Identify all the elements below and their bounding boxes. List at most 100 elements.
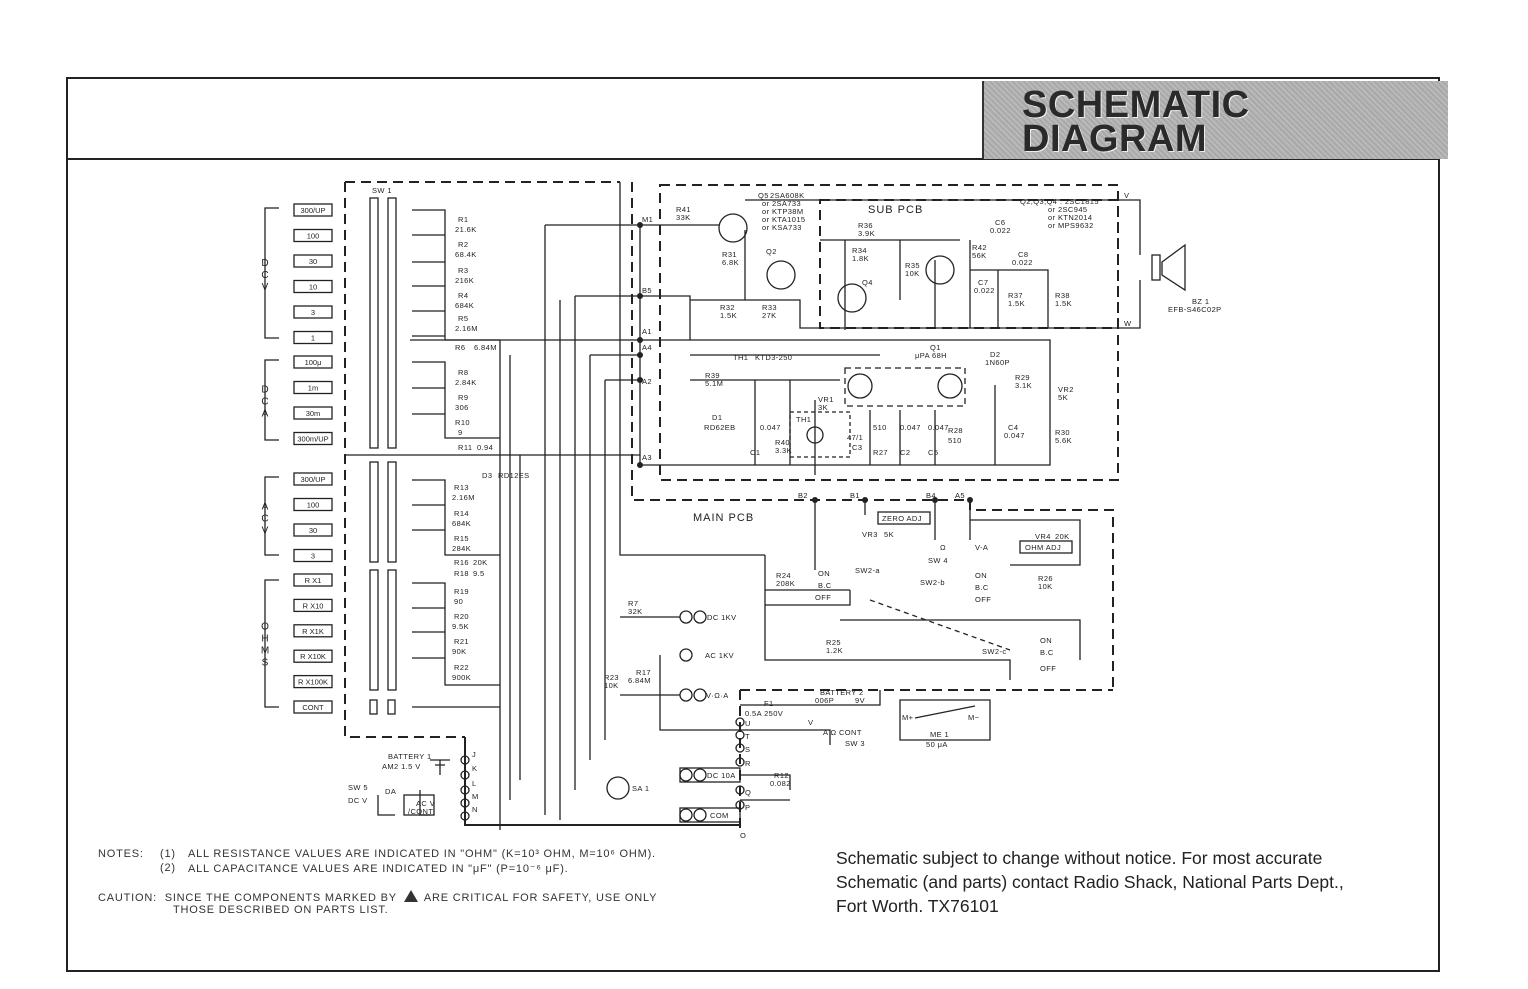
range-button[interactable] — [293, 548, 333, 563]
range-button-label: 3 — [311, 308, 315, 317]
c5-label: C5 — [928, 448, 938, 457]
vr4-value: 20K — [1055, 532, 1070, 541]
disclaimer-line-3: Fort Worth. TX76101 — [836, 896, 999, 916]
b5-tie — [640, 295, 691, 340]
jack-com: COM — [710, 811, 729, 820]
r10-label: R10 — [455, 418, 470, 427]
r37-label: R37 — [1008, 291, 1023, 300]
range-button[interactable] — [293, 254, 333, 268]
dcv-bracket — [264, 207, 279, 339]
range-button[interactable] — [293, 305, 333, 319]
c2-value: 0.047 — [900, 423, 921, 432]
range-button[interactable] — [293, 649, 333, 663]
r42-label: R42 — [972, 243, 987, 252]
range-button[interactable] — [293, 700, 333, 714]
r6-value: 6.84M — [474, 343, 497, 352]
range-button[interactable] — [293, 228, 333, 243]
r42-value: 56K — [972, 251, 987, 260]
r29-value: 3.1K — [1015, 381, 1032, 390]
term-v: V — [1124, 191, 1129, 200]
meter-value: 50 μA — [926, 740, 948, 749]
range-button[interactable] — [293, 406, 333, 420]
r25-loop — [764, 555, 1011, 680]
q234-part-3: or MPS9632 — [1048, 221, 1094, 230]
sw5-dcv: DC V — [348, 796, 368, 805]
range-group-title: D — [261, 384, 268, 395]
range-button[interactable] — [293, 279, 333, 294]
range-button[interactable] — [293, 624, 333, 638]
range-button-label: 30 — [309, 257, 317, 266]
range-group-title: C — [261, 513, 268, 524]
disclaimer-block: Schematic subject to change without noti… — [836, 846, 1436, 918]
sw2-link — [869, 599, 1011, 651]
range-button[interactable] — [293, 203, 333, 217]
r17-label: R17 — [636, 668, 651, 677]
r32-label: R32 — [720, 303, 735, 312]
d1-value: RD62EB — [704, 423, 736, 432]
sub-pcb-frame — [659, 184, 1119, 481]
main-loop — [640, 339, 1051, 466]
acv-ladder — [412, 479, 500, 556]
q5-part-3: or KTP38M — [762, 207, 804, 216]
range-button[interactable] — [293, 380, 333, 395]
r17-value: 6.84M — [628, 676, 651, 685]
r30-label: R30 — [1055, 428, 1070, 437]
node-b5: B5 — [642, 286, 652, 295]
node-b4: B4 — [926, 491, 936, 500]
conn-n: N — [472, 805, 478, 814]
main-verticals-2 — [869, 385, 996, 465]
range-button-label: 100μ — [305, 358, 322, 367]
jack-voa: V·Ω·A — [706, 691, 729, 700]
r8-label: R8 — [458, 368, 468, 377]
disclaimer-line-2: Schematic (and parts) contact Radio Shac… — [836, 872, 1344, 892]
range-button[interactable] — [293, 355, 333, 369]
acv-bracket — [264, 476, 279, 556]
caution-text-1b: ARE CRITICAL FOR SAFETY, USE ONLY — [423, 892, 658, 904]
ohm-adj-loop — [970, 519, 1081, 566]
jack-dc1kv: DC 1KV — [707, 613, 737, 622]
range-button[interactable] — [293, 573, 333, 587]
c1-value: 0.047 — [760, 423, 781, 432]
r20-label: R20 — [454, 612, 469, 621]
sw2-line — [840, 619, 1081, 660]
range-button[interactable] — [293, 330, 333, 345]
range-button-label: CONT — [302, 703, 324, 712]
node-b1: B1 — [850, 491, 860, 500]
r11-value: 0.94 — [477, 443, 493, 452]
battery1-ref: BATTERY 1 — [388, 752, 432, 761]
slide-bar-4 — [387, 461, 397, 563]
range-button-label: 300m/UP — [297, 435, 328, 444]
conn-t: T — [745, 732, 750, 741]
q1-label: Q1 — [930, 343, 941, 352]
jack-lines — [620, 616, 740, 731]
r3-value: 216K — [455, 276, 474, 285]
battery2-line — [740, 690, 881, 706]
range-button[interactable] — [293, 674, 333, 689]
range-button[interactable] — [293, 497, 333, 512]
th1-value: KTD3-250 — [755, 353, 792, 362]
caution-text-2: THOSE DESCRIBED ON PARTS LIST. — [173, 904, 389, 916]
range-button[interactable] — [293, 472, 333, 486]
th1-ref-small: TH1 — [796, 415, 811, 424]
range-button[interactable] — [293, 523, 333, 537]
c8-value: 0.022 — [1012, 258, 1033, 267]
range-button[interactable] — [293, 431, 333, 446]
sw2a-bc: B.C — [818, 581, 832, 590]
r34-value: 1.8K — [852, 254, 869, 263]
node-drops — [814, 500, 971, 570]
r35-value: 10K — [905, 269, 920, 278]
battery2-volt: 9V — [855, 696, 865, 705]
r24-loop — [765, 589, 851, 606]
conn-l: L — [472, 779, 477, 788]
range-group-title: A — [262, 408, 269, 419]
meter-ref: ME 1 — [930, 730, 949, 739]
slide-bar-2 — [387, 197, 397, 449]
zero-adj-label: ZERO ADJ — [882, 514, 922, 523]
sw5-box — [403, 794, 435, 816]
conn-s: S — [745, 745, 750, 754]
dca-bracket — [264, 359, 279, 441]
dca-ladder — [412, 361, 500, 439]
range-button[interactable] — [293, 598, 333, 613]
sub-verticals — [899, 240, 971, 328]
